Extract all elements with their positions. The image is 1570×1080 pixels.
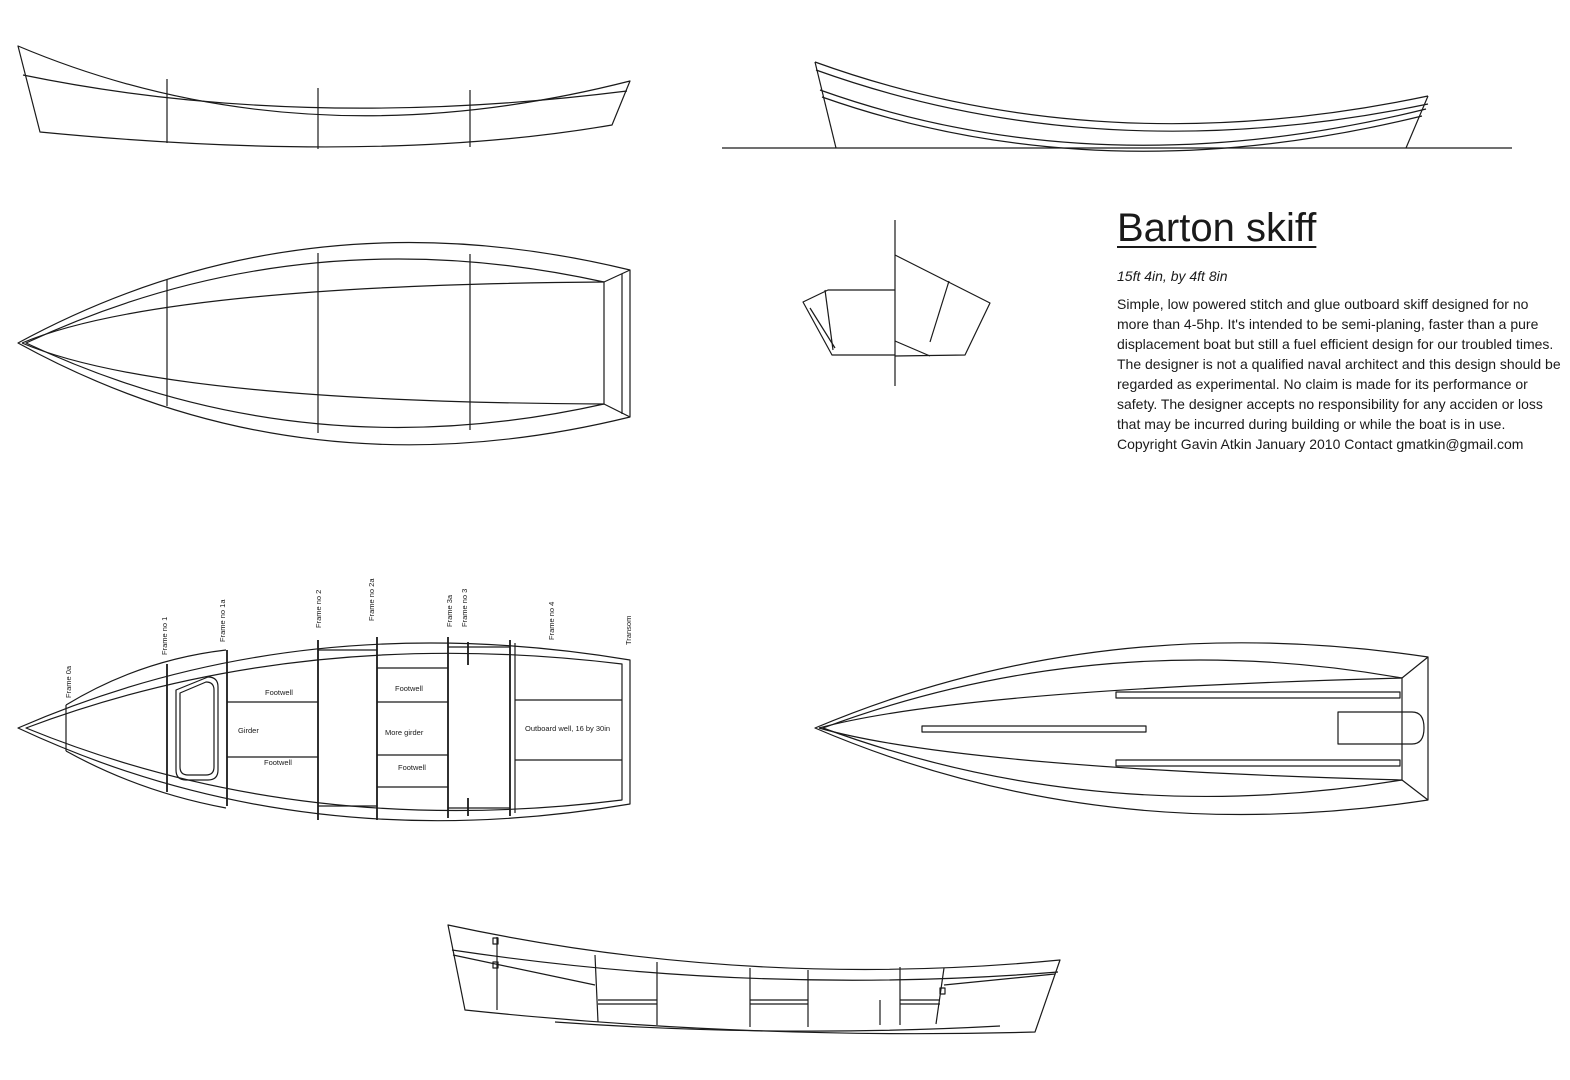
frame-label-transom: Transom <box>624 616 633 645</box>
plan-view-hull <box>17 241 631 446</box>
label-footwell-4: Footwell <box>398 763 426 772</box>
design-title: Barton skiff <box>1117 206 1317 250</box>
label-girder: Girder <box>238 726 259 735</box>
frame-label-3a: Frame 3a <box>445 594 454 627</box>
frame-label-2a: Frame no 2a <box>367 578 376 621</box>
profile-view-top-left <box>17 45 631 149</box>
label-footwell-1: Footwell <box>265 688 293 697</box>
label-footwell-2: Footwell <box>264 758 292 767</box>
bottom-plan-view <box>814 642 1429 816</box>
frame-label-0a: Frame 0a <box>64 665 73 698</box>
label-outboard-well: Outboard well, 16 by 30in <box>525 724 610 733</box>
copyright-notice: Copyright Gavin Atkin January 2010 Conta… <box>1117 436 1524 452</box>
frame-label-3: Frame no 3 <box>460 589 469 627</box>
side-elevation-view <box>722 61 1512 152</box>
design-description: Simple, low powered stitch and glue outb… <box>1117 296 1561 432</box>
bottom-profile-view <box>447 924 1061 1035</box>
frame-label-1a: Frame no 1a <box>218 599 227 642</box>
interior-layout-plan <box>17 637 631 822</box>
label-more-girder: More girder <box>385 728 424 737</box>
design-dimensions: 15ft 4in, by 4ft 8in <box>1117 268 1228 284</box>
frame-label-4: Frame no 4 <box>547 602 556 640</box>
frame-label-2: Frame no 2 <box>314 590 323 628</box>
frame-label-1: Frame no 1 <box>160 617 169 655</box>
body-section-view <box>802 220 991 386</box>
title-block: Barton skiff 15ft 4in, by 4ft 8in Simple… <box>1117 203 1562 454</box>
label-footwell-3: Footwell <box>395 684 423 693</box>
frame-labels: Frame 0a Frame no 1 Frame no 1a Frame no… <box>64 578 633 698</box>
interior-layout-labels: Footwell Girder Footwell Footwell More g… <box>238 684 610 772</box>
